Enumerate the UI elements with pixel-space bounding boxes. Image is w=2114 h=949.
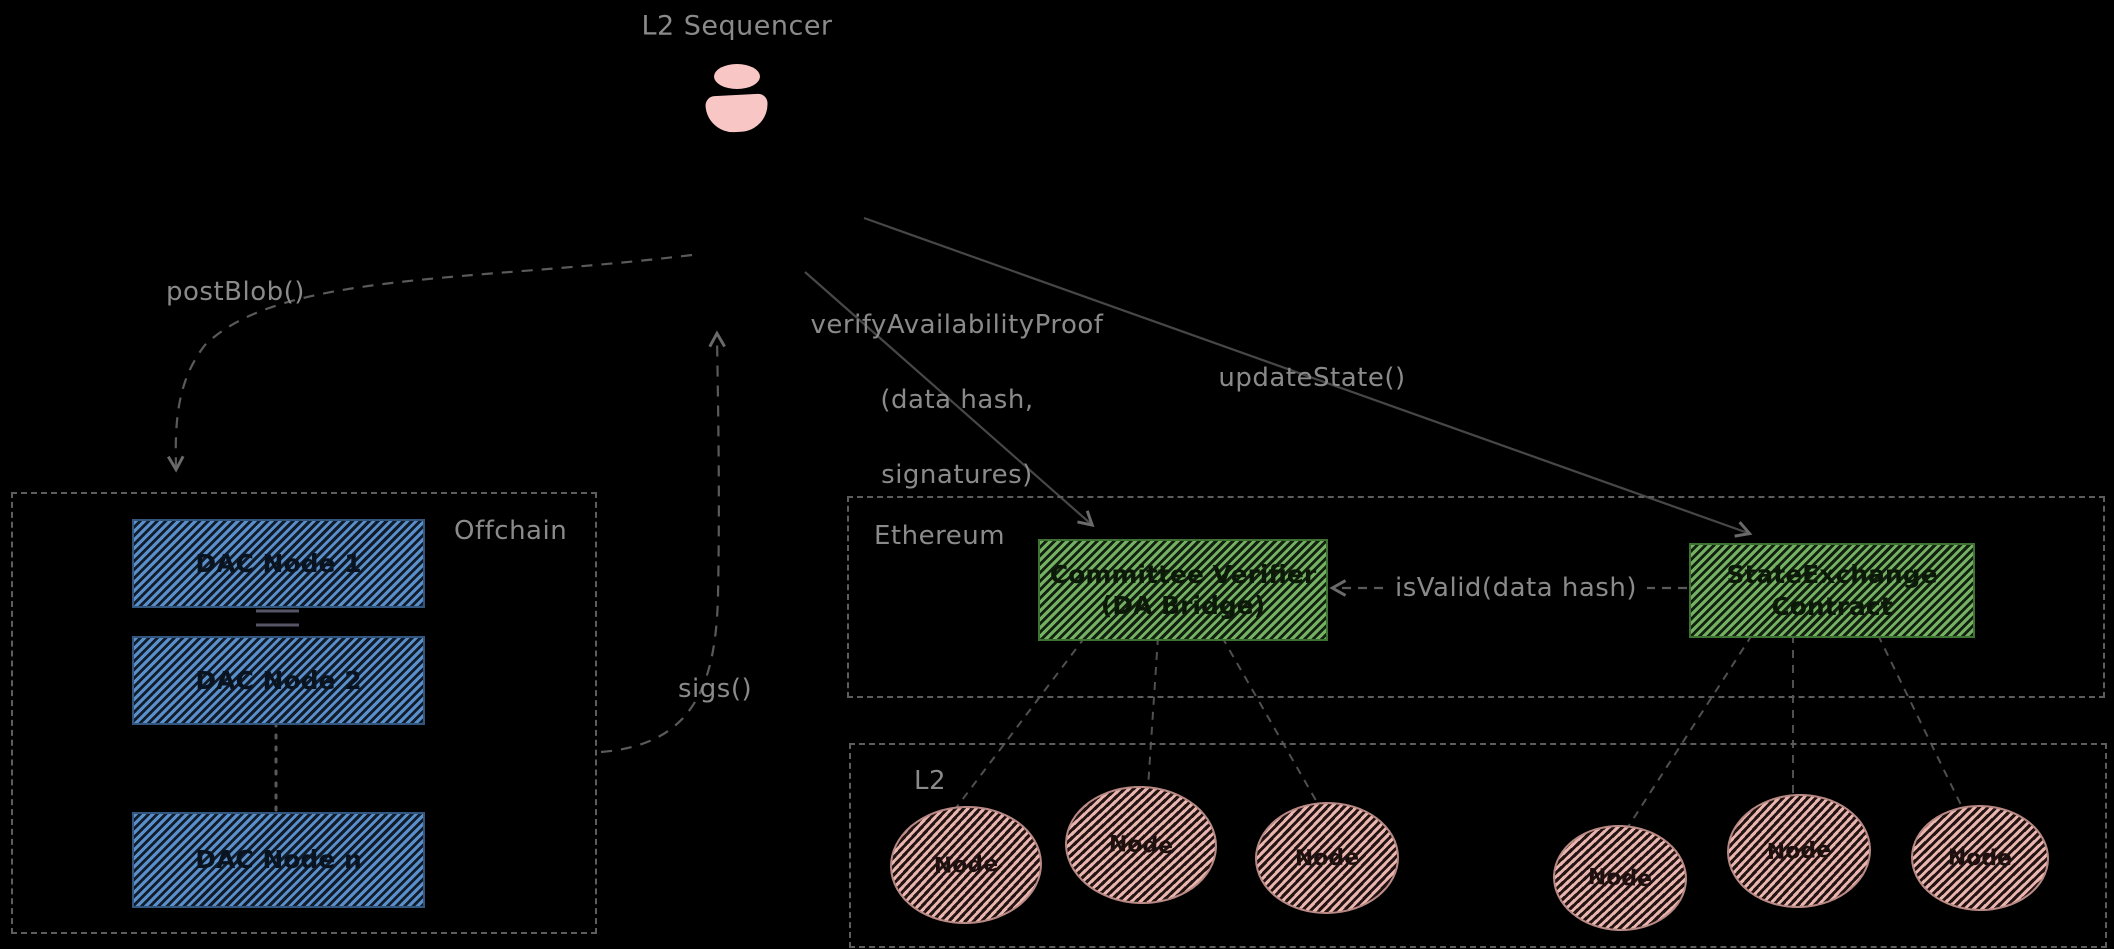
committee-verifier-box: Committee Verifier (DA Bridge) — [1038, 539, 1328, 641]
verify-label-line2: (data hash, — [880, 385, 1034, 416]
verifier-node2-link — [1147, 636, 1159, 789]
verify-availability-arrow — [804, 271, 1095, 528]
l2-node-6-label: Node — [1947, 844, 2013, 872]
sequencer-icon-body — [705, 93, 769, 134]
sigs-label: sigs() — [678, 674, 753, 704]
updatestate-label: updateState() — [1218, 363, 1406, 393]
dac-node-1-label: DAC Node 1 — [195, 548, 362, 578]
sequencer-title: L2 Sequencer — [641, 10, 833, 42]
state-contract-box: StateExchange Contract — [1689, 543, 1975, 638]
dac-node-n-box: DAC Node n — [132, 812, 425, 908]
l2-node-4-label: Node — [1587, 864, 1653, 892]
dac-node-1-box: DAC Node 1 — [132, 519, 425, 608]
sequencer-icon — [705, 62, 771, 134]
dac-node-2-box: DAC Node 2 — [132, 636, 425, 725]
dac-node-n-label: DAC Node n — [195, 845, 362, 875]
l2-container — [849, 743, 2107, 948]
contract-node6-link — [1877, 634, 1963, 808]
postblob-label: postBlob() — [166, 277, 305, 307]
committee-verifier-line2: (DA Bridge) — [1100, 591, 1266, 620]
update-state-arrow — [863, 216, 1753, 538]
verifier-node3-link — [1221, 636, 1319, 805]
ethereum-label: Ethereum — [874, 521, 1006, 551]
sequencer-icon-head — [714, 64, 760, 89]
committee-verifier-line1: Committee Verifier — [1049, 559, 1317, 589]
offchain-container — [11, 492, 597, 934]
verifier-node1-link — [952, 636, 1086, 813]
verify-label-line1: verifyAvailabilityProof — [810, 309, 1104, 340]
ethereum-container — [847, 496, 2105, 698]
verify-label-line3: signatures) — [881, 460, 1033, 491]
dac-node-2-label: DAC Node 2 — [195, 665, 362, 695]
state-contract-line2: Contract — [1771, 591, 1893, 621]
l2-label: L2 — [914, 766, 947, 796]
sigs-arrow — [600, 330, 726, 754]
l2-node-1-label: Node — [933, 851, 999, 879]
l2-node-5-label: Node — [1766, 837, 1832, 865]
isvalid-label: isValid(data hash) — [1385, 571, 1647, 605]
l2-node-2-label: Node — [1108, 831, 1174, 859]
state-contract-line1: StateExchange — [1726, 560, 1938, 590]
l2-node-3-label: Node — [1294, 844, 1360, 872]
offchain-label: Offchain — [454, 516, 568, 546]
